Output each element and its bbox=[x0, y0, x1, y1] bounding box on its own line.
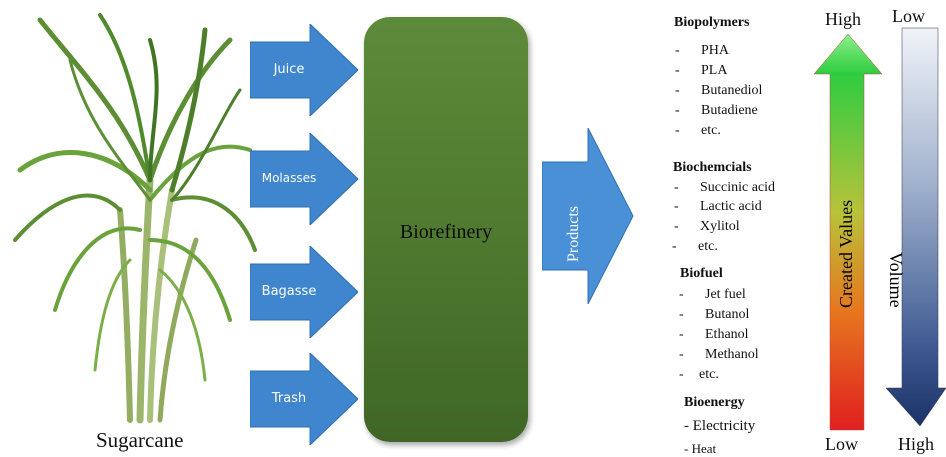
list-item: -Ethanol bbox=[679, 327, 749, 342]
input-arrow-molasses: Molasses bbox=[250, 133, 358, 225]
input-label: Bagasse bbox=[261, 284, 317, 299]
list-item: -PLA bbox=[675, 63, 728, 78]
category-title: Bioenergy bbox=[684, 395, 745, 410]
category-title: Biochemcials bbox=[673, 160, 752, 175]
volume-low-label: Low bbox=[892, 6, 925, 26]
input-label: Molasses bbox=[261, 171, 317, 185]
volume-high-label: High bbox=[898, 434, 934, 454]
list-item: -Butanol bbox=[679, 307, 750, 322]
list-item: -Jet fuel bbox=[679, 287, 746, 302]
list-item: -Butanediol bbox=[675, 83, 763, 98]
list-item: -Methanol bbox=[679, 347, 759, 362]
created-values-label: Created Values bbox=[836, 199, 856, 308]
category-title: Biofuel bbox=[680, 266, 723, 281]
list-item: - Electricity bbox=[684, 418, 756, 434]
list-item: -Lactic acid bbox=[674, 199, 762, 214]
list-item: -Butadiene bbox=[675, 103, 758, 118]
plant-label: Sugarcane bbox=[96, 428, 184, 452]
input-arrow-bagasse: Bagasse bbox=[250, 246, 358, 338]
list-item: -Xylitol bbox=[674, 219, 740, 234]
list-item: -etc. bbox=[672, 239, 718, 254]
list-item: -etc. bbox=[679, 367, 719, 382]
value-high-label: High bbox=[825, 9, 861, 29]
volume-arrow bbox=[885, 27, 946, 427]
list-item: -etc. bbox=[675, 123, 721, 138]
biorefinery-block: Biorefinery bbox=[364, 17, 528, 442]
input-label: Trash bbox=[271, 391, 307, 406]
created-values-arrow bbox=[813, 33, 883, 431]
input-label: Juice bbox=[273, 62, 305, 77]
biorefinery-label: Biorefinery bbox=[399, 221, 493, 243]
input-arrow-juice: Juice bbox=[250, 24, 358, 116]
list-item: -Succinic acid bbox=[674, 180, 776, 195]
category-title: Biopolymers bbox=[674, 15, 750, 30]
volume-label: Volume bbox=[886, 252, 906, 308]
value-low-label: Low bbox=[825, 434, 858, 454]
input-arrow-trash: Trash bbox=[250, 353, 358, 445]
products-arrow bbox=[542, 128, 634, 304]
list-item: - Heat bbox=[684, 441, 717, 456]
products-label: Products bbox=[565, 206, 582, 262]
list-item: -PHA bbox=[675, 43, 730, 58]
sugarcane-illustration bbox=[13, 13, 257, 424]
